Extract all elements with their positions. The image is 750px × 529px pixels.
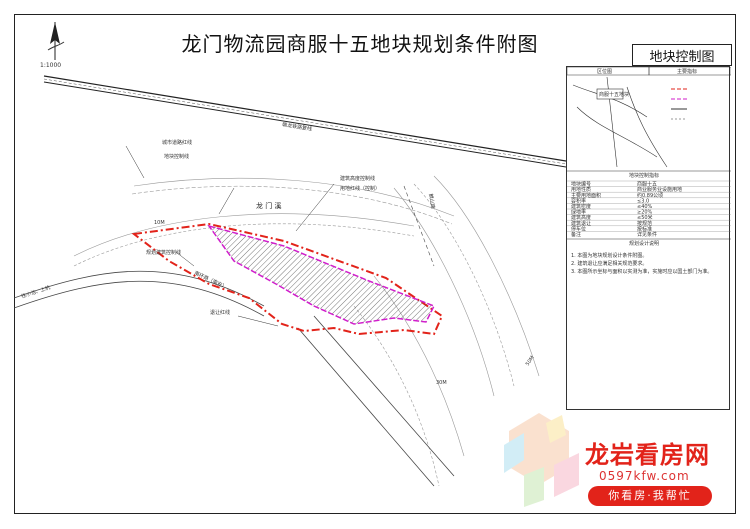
table-row-key: 主要用地面积 <box>571 192 601 199</box>
table-row-value: 按标准 <box>637 225 652 232</box>
table-row-value: ≤50米 <box>637 214 653 221</box>
terrain <box>73 175 540 487</box>
table-row-key: 容积率 <box>571 197 586 204</box>
north-arrow-icon <box>47 22 65 60</box>
parcel-boundary <box>131 222 444 336</box>
sidebar-svg: 区位图 主要指标 商服十五地块 地块控制指标 地块编号商服十五用地性质商 <box>566 66 732 275</box>
road-north-label: 麒山路 <box>427 193 437 209</box>
label-line-d: 退让红线 <box>210 309 230 316</box>
table-row-value: 商业服务业设施用地 <box>637 186 682 193</box>
label-line-a: 城市道路红线 <box>162 139 192 146</box>
watermark-logo-icon <box>504 413 579 507</box>
table-row-value: 按规范 <box>637 220 652 227</box>
page-title: 龙门物流园商服十五地块规划条件附图 <box>181 32 539 56</box>
table-row-key: 用地性质 <box>571 186 591 193</box>
table-row-key: 建筑退让 <box>571 220 591 227</box>
site-map: 赣龙铁路复线 <box>14 75 566 487</box>
table-row-key: 绿地率 <box>571 209 586 216</box>
table-row-value: ≤3.0 <box>637 198 649 204</box>
table-row-key: 地块编号 <box>571 181 591 188</box>
note-line-2: 2. 建筑退让应满足相关规范要求。 <box>571 260 647 267</box>
dim-label-3: 30M <box>436 380 447 386</box>
dim-label-2: 50M <box>525 355 536 367</box>
sidebar-panel: 区位图 主要指标 商服十五地块 地块控制指标 地块编号商服十五用地性质商 <box>566 66 732 410</box>
site-hatch <box>207 224 436 325</box>
table-row-value: 详见条件 <box>637 231 657 238</box>
location-map <box>572 76 668 168</box>
roads <box>14 185 455 487</box>
label-note-a: 建筑高度控制线 <box>340 175 375 182</box>
panel-main-title: 主要指标 <box>677 68 697 75</box>
river-label: 龙 门 溪 <box>256 201 281 210</box>
table-row-value: ≥20% <box>637 210 653 216</box>
road-south-label: 南环路（南安） <box>193 269 228 290</box>
note-line-1: 1. 本图为地块规划设计条件附图。 <box>571 252 647 259</box>
table-row-value: 商服十五 <box>637 181 657 188</box>
table-row-key: 建筑高度 <box>571 214 591 221</box>
panel-location-title: 区位图 <box>597 68 612 75</box>
label-line-b: 地块控制线 <box>164 153 189 160</box>
table-row-key: 停车位 <box>571 225 586 232</box>
subtitle-box: 地块控制图 <box>632 44 732 66</box>
table-row-key: 备注 <box>571 231 581 238</box>
railway <box>43 75 566 168</box>
railway-label: 赣龙铁路复线 <box>282 121 313 133</box>
dim-label-1: 10M <box>154 220 165 226</box>
watermark-slogan: 你看房·我帮忙 <box>588 486 712 506</box>
note-line-3: 3. 本图所示坐标与面积以实测为准，实施时应以国土部门为准。 <box>571 268 712 275</box>
page-subtitle: 地块控制图 <box>649 50 715 65</box>
table-row-value: 约0.89公顷 <box>637 192 663 199</box>
label-note-b: 用地红线（控制） <box>340 185 380 192</box>
leader-lines <box>125 145 335 327</box>
label-line-c: 规划建筑控制线 <box>146 249 181 256</box>
site-locator-label: 商服十五地块 <box>599 91 629 98</box>
watermark-title: 龙岩看房网 <box>585 441 710 469</box>
watermark-url: 0597kfw.com <box>599 469 690 483</box>
notes-title: 规划设计说明 <box>629 240 659 247</box>
legend <box>671 88 687 120</box>
table-row-key: 建筑密度 <box>571 203 591 210</box>
table-title: 地块控制指标 <box>629 172 659 179</box>
scale-label: 1:1000 <box>40 62 62 69</box>
table-row-value: ≤40% <box>637 204 653 210</box>
drawing-frame <box>14 14 736 514</box>
